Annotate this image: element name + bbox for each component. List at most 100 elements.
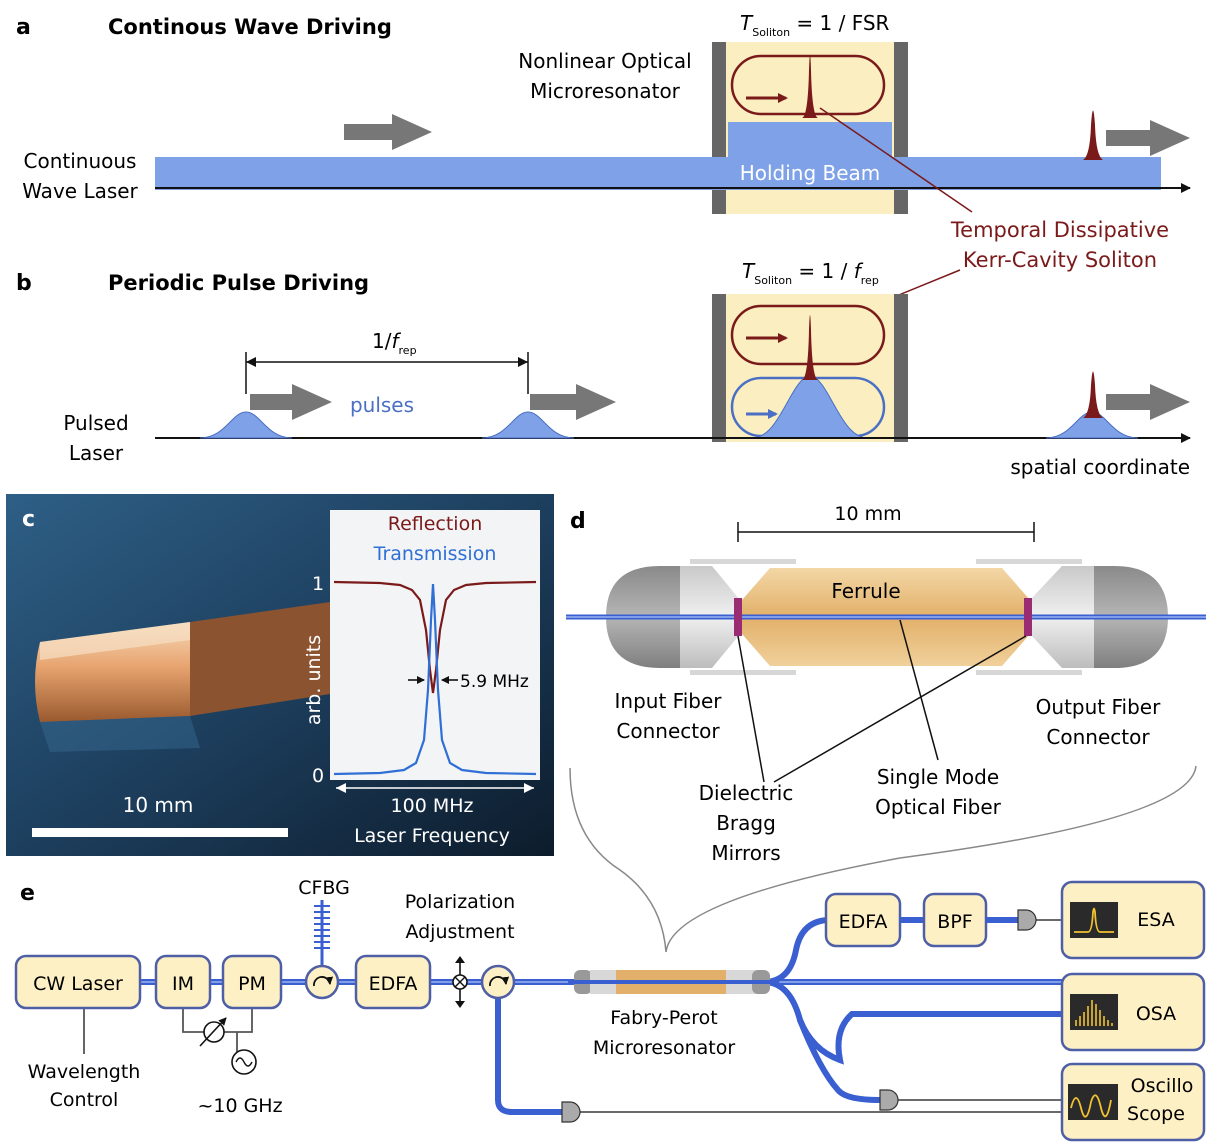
edfa-2-label: EDFA (839, 911, 888, 933)
rf-label: ~10 GHz (197, 1095, 282, 1117)
panel-e-letter: e (20, 881, 35, 906)
fabry-perot-icon (568, 970, 778, 994)
photo-scale-label: 10 mm (123, 793, 194, 817)
panel-a-title: Continous Wave Driving (108, 15, 392, 39)
source-a-line1: Continuous (24, 149, 137, 173)
direction-arrow-a2 (1106, 120, 1190, 156)
pulse-2 (481, 411, 575, 439)
fp-label-2: Microresonator (593, 1037, 736, 1059)
direction-arrow-b2 (530, 384, 616, 420)
panel-d: d 10 mm Ferrule Input Fiber Connector (566, 503, 1206, 953)
soliton-label-1: Temporal Dissipative (950, 218, 1169, 242)
fiber-label-2: Optical Fiber (875, 795, 1002, 819)
soliton-label-2: Kerr-Cavity Soliton (963, 248, 1157, 272)
scope-screen-icon (1070, 1094, 1112, 1118)
input-connector-label-1: Input Fiber (615, 689, 723, 713)
photodiode-feedback-icon (561, 1101, 581, 1123)
osa-screen-icon (1075, 1000, 1113, 1026)
panel-e: e CW Laser IM P (14, 877, 1206, 1142)
esa-screen-icon (1074, 907, 1114, 933)
zoom-brace (569, 765, 1197, 953)
im-block: IM (154, 954, 212, 1010)
panel-b-letter: b (16, 271, 32, 296)
holding-beam (155, 157, 1161, 190)
y-tick-0: 0 (312, 765, 324, 787)
transmission-curve (333, 583, 537, 776)
esa-instrument: ESA (1060, 880, 1206, 960)
spacing-label: 1/frep (372, 329, 417, 357)
panel-b-title: Periodic Pulse Driving (108, 271, 369, 295)
source-a-line2: Wave Laser (22, 179, 138, 203)
mirrors-label-1: Dielectric (699, 781, 794, 805)
ferrule-label: Ferrule (831, 579, 900, 603)
ferrule-photo (35, 602, 330, 752)
period-label-b: TSoliton = 1 / frep (742, 259, 879, 287)
linewidth-label: 5.9 MHz (460, 672, 529, 692)
fiber-label-1: Single Mode (877, 765, 999, 789)
legend-transmission: Transmission (373, 543, 497, 565)
resonator-label-2: Microresonator (530, 79, 681, 103)
panel-a-letter: a (16, 15, 31, 40)
resonator-label-1: Nonlinear Optical (518, 49, 691, 73)
y-tick-1: 1 (312, 573, 324, 595)
photodiode-scope-icon (879, 1089, 899, 1111)
reflection-curve (333, 580, 537, 694)
pm-block: PM (221, 954, 283, 1010)
x-axis-label: Laser Frequency (354, 825, 510, 847)
panel-c: c 10 mm Reflection Transmission 5.9 MHz … (6, 494, 554, 856)
direction-arrow-b1 (250, 384, 332, 420)
soliton-spike-a (802, 55, 818, 118)
cw-laser-block: CW Laser (14, 954, 142, 1010)
source-b-line2: Laser (69, 441, 124, 465)
pulses-label: pulses (350, 393, 414, 417)
im-label: IM (172, 973, 194, 995)
panel-c-letter: c (22, 507, 35, 532)
panel-a: a Continous Wave Driving Holding Beam Co… (16, 11, 1191, 214)
pm-label: PM (238, 973, 266, 995)
output-soliton-b (1083, 371, 1103, 418)
cw-laser-label: CW Laser (33, 973, 123, 995)
edfa-1-block: EDFA (354, 954, 432, 1010)
osa-instrument: OSA (1060, 972, 1206, 1052)
source-b-line1: Pulsed (63, 411, 128, 435)
output-soliton-a (1083, 110, 1103, 160)
scope-label-1: Oscillo (1131, 1075, 1194, 1097)
polarization-label-2: Adjustment (405, 921, 514, 943)
fp-label-1: Fabry-Perot (610, 1007, 717, 1029)
circulator-1-icon (304, 964, 340, 1000)
polarization-label-1: Polarization (405, 891, 515, 913)
panel-d-letter: d (570, 509, 586, 534)
mirrors-label-2: Bragg (716, 811, 776, 835)
polarization-controller-icon (452, 956, 468, 1008)
circulator-2-icon (480, 964, 516, 1000)
span-label: 100 MHz (391, 795, 474, 817)
edfa-1-label: EDFA (369, 973, 418, 995)
y-axis-label: arb. units (303, 635, 325, 725)
axis-label: spatial coordinate (1010, 455, 1190, 479)
esa-label: ESA (1137, 909, 1174, 931)
wavelength-label-1: Wavelength (28, 1061, 141, 1083)
osa-label: OSA (1136, 1003, 1176, 1025)
direction-arrow-a1 (344, 114, 432, 150)
panel-b: b Periodic Pulse Driving 1/frep (16, 259, 1191, 479)
scope-label-2: Scope (1127, 1103, 1185, 1125)
output-connector-label-1: Output Fiber (1036, 695, 1161, 719)
holding-beam-label: Holding Beam (740, 161, 881, 185)
ferrule-scale-label: 10 mm (834, 503, 901, 525)
period-label-a: TSoliton = 1 / FSR (740, 11, 890, 39)
input-connector-label-2: Connector (616, 719, 720, 743)
oscilloscope-instrument: Oscillo Scope (1060, 1062, 1206, 1142)
pulse-1 (199, 411, 293, 439)
photo-scale-bar (32, 828, 288, 837)
bpf-label: BPF (937, 911, 972, 933)
bpf-block: BPF (922, 892, 988, 948)
soliton-spike-b (802, 315, 818, 380)
fiber-paths (137, 917, 1065, 1115)
wavelength-label-2: Control (50, 1089, 119, 1111)
cfbg-grating-icon (314, 900, 330, 966)
photodiode-esa-icon (1017, 909, 1037, 931)
legend-reflection: Reflection (388, 513, 483, 535)
edfa-2-block: EDFA (824, 892, 902, 948)
mirrors-label-3: Mirrors (711, 841, 780, 865)
